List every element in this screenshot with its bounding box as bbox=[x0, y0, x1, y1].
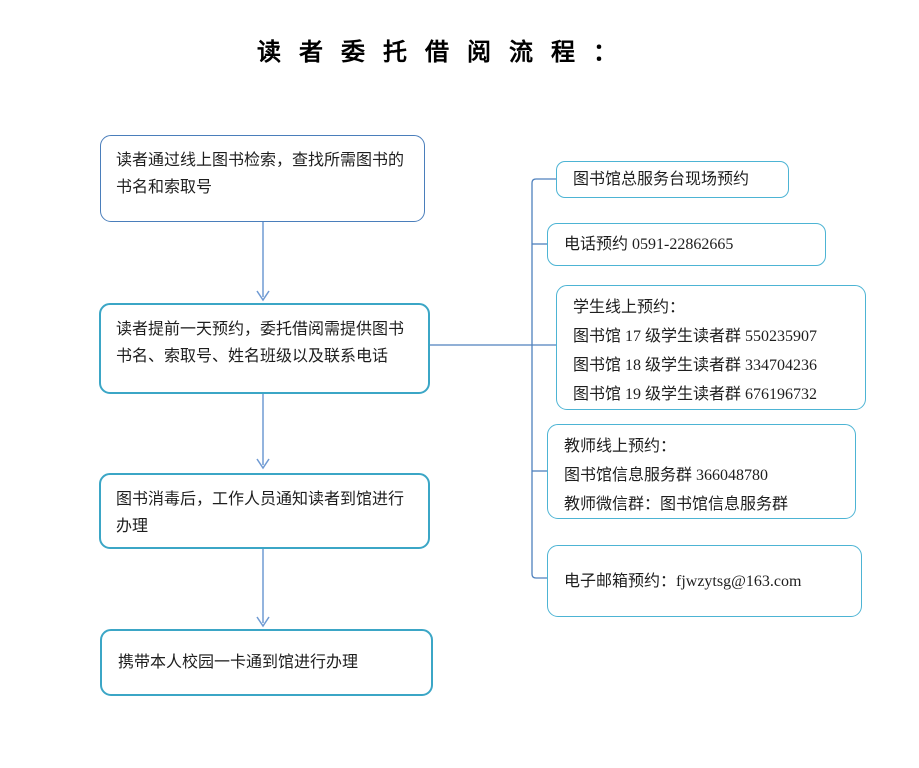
reservation-option-students-line-1: 学生线上预约： bbox=[573, 299, 686, 316]
flow-step-2-box: 读者提前一天预约，委托借阅需提供图书书名、索取号、姓名班级以及联系电话 bbox=[99, 303, 430, 394]
reservation-option-email-box: 电子邮箱预约：fjwzytsg@163.com bbox=[547, 545, 862, 617]
reservation-option-teachers-line-3: 教师微信群：图书馆信息服务群 bbox=[564, 496, 789, 513]
flow-step-3-text: 图书消毒后，工作人员通知读者到馆进行办理 bbox=[116, 491, 405, 535]
reservation-option-teachers-line-2: 图书馆信息服务群 366048780 bbox=[564, 467, 769, 484]
branch-lines bbox=[430, 178, 556, 579]
reservation-option-phone-box: 电话预约 0591-22862665 bbox=[547, 223, 826, 266]
reservation-option-teachers-box: 教师线上预约： 图书馆信息服务群 366048780 教师微信群：图书馆信息服务… bbox=[547, 424, 856, 519]
flow-step-4-text: 携带本人校园一卡通到馆进行办理 bbox=[118, 654, 359, 671]
reservation-option-frontdesk-box: 图书馆总服务台现场预约 bbox=[556, 161, 789, 198]
flow-step-1-box: 读者通过线上图书检索，查找所需图书的书名和索取号 bbox=[100, 135, 425, 222]
diagram-title: 读 者 委 托 借 阅 流 程 ： bbox=[257, 40, 623, 66]
reservation-option-phone-text: 电话预约 0591-22862665 bbox=[564, 236, 734, 253]
reservation-option-students-line-3: 图书馆 18 级学生读者群 334704236 bbox=[573, 357, 818, 374]
reservation-option-email-text: 电子邮箱预约：fjwzytsg@163.com bbox=[564, 572, 802, 590]
reservation-option-students-line-2: 图书馆 17 级学生读者群 550235907 bbox=[573, 328, 818, 345]
reservation-option-students-box: 学生线上预约： 图书馆 17 级学生读者群 550235907 图书馆 18 级… bbox=[556, 285, 866, 410]
reservation-option-teachers-line-1: 教师线上预约： bbox=[564, 438, 677, 455]
flow-step-3-box: 图书消毒后，工作人员通知读者到馆进行办理 bbox=[99, 473, 430, 549]
reservation-option-frontdesk-text: 图书馆总服务台现场预约 bbox=[573, 171, 750, 188]
reservation-option-students-line-4: 图书馆 19 级学生读者群 676196732 bbox=[573, 386, 818, 403]
flow-arrows bbox=[256, 222, 270, 628]
flow-step-2-text: 读者提前一天预约，委托借阅需提供图书书名、索取号、姓名班级以及联系电话 bbox=[116, 321, 405, 365]
flow-step-4-box: 携带本人校园一卡通到馆进行办理 bbox=[100, 629, 433, 696]
flow-step-1-text: 读者通过线上图书检索，查找所需图书的书名和索取号 bbox=[116, 152, 405, 196]
